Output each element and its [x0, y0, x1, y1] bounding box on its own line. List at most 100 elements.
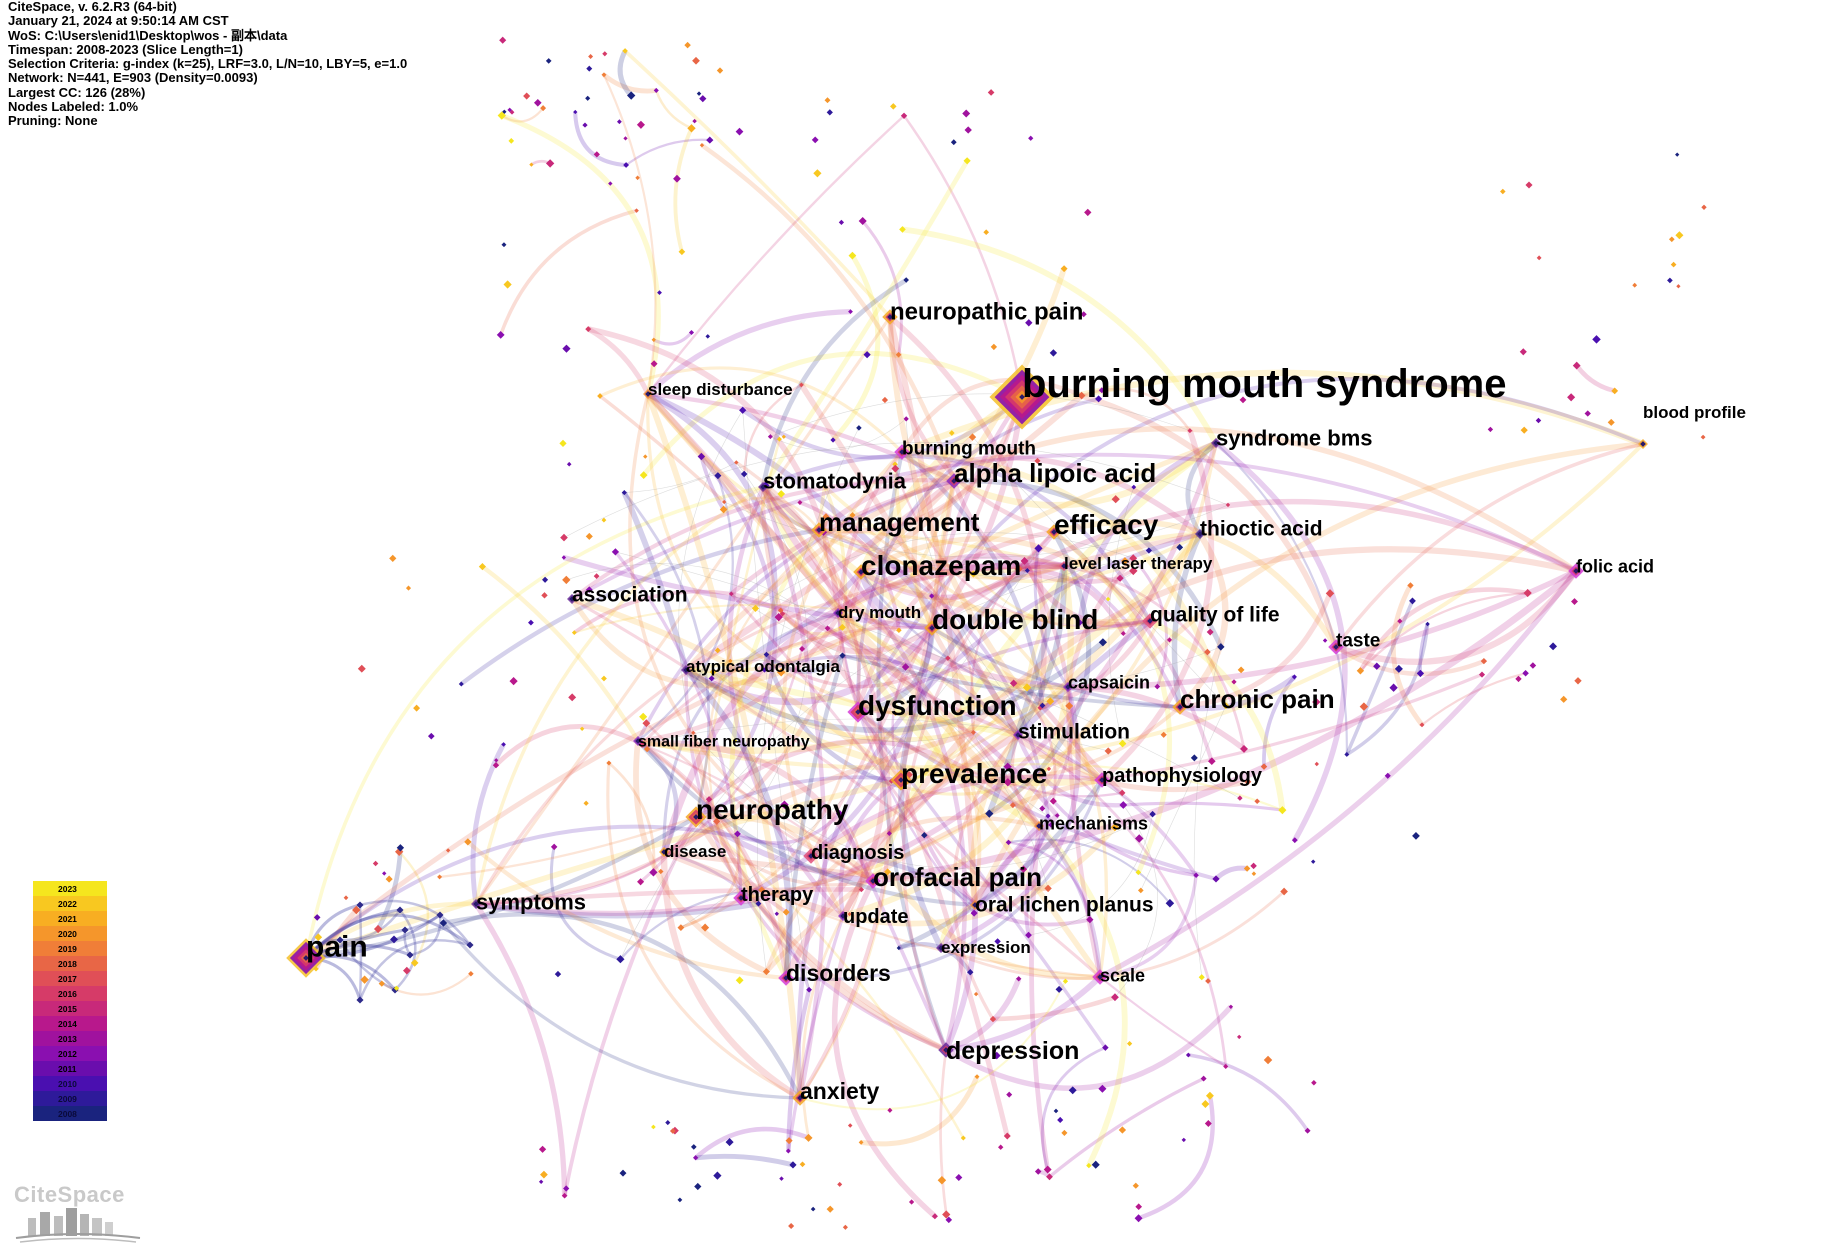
network-node	[858, 886, 865, 893]
network-edge	[1052, 530, 1214, 762]
network-edge	[1108, 487, 1135, 744]
network-edge	[549, 846, 621, 961]
network-node	[585, 326, 592, 333]
network-edge	[1345, 623, 1430, 757]
keyword-node-core	[816, 527, 822, 533]
network-node	[1394, 664, 1403, 673]
network-edge	[636, 739, 976, 908]
network-edge	[473, 902, 568, 1196]
legend-swatch	[33, 1106, 107, 1121]
network-node	[1111, 993, 1119, 1002]
network-edge	[1062, 564, 1182, 708]
keyword-node-core	[943, 1047, 949, 1053]
network-edge	[684, 667, 1103, 787]
network-node	[1048, 822, 1054, 828]
network-edge	[304, 824, 812, 960]
network-node	[1280, 887, 1288, 896]
network-edge	[639, 816, 698, 883]
network-edge	[623, 491, 711, 818]
network-edge	[358, 904, 363, 1001]
network-edge	[442, 921, 801, 1100]
network-node	[561, 1192, 568, 1199]
network-node	[658, 868, 664, 875]
keyword-label-anxiety: anxiety	[800, 1078, 879, 1104]
network-edge	[903, 115, 1024, 398]
network-node	[776, 436, 782, 442]
network-node	[651, 1124, 656, 1130]
network-edge	[680, 548, 1039, 928]
network-node	[545, 58, 552, 64]
network-edge	[409, 914, 442, 957]
keyword-node-core	[929, 625, 935, 631]
network-node	[406, 951, 414, 959]
network-node	[994, 938, 1001, 945]
network-edge	[404, 913, 441, 932]
legend-swatch	[33, 941, 107, 956]
network-node	[842, 1224, 848, 1230]
network-node	[1190, 754, 1198, 762]
keyword-node-core	[887, 314, 893, 320]
network-edge	[876, 451, 948, 1051]
keyword-label-diagnosis: diagnosis	[811, 842, 904, 864]
network-edge	[859, 569, 1151, 626]
network-node	[826, 1205, 834, 1213]
legend-swatch	[33, 1076, 107, 1091]
network-node	[881, 396, 889, 404]
network-edge	[1066, 705, 1104, 782]
network-node	[1373, 662, 1381, 670]
network-edge	[799, 980, 1067, 1111]
network-edge	[765, 652, 844, 674]
network-node	[1022, 683, 1032, 692]
network-edge	[856, 377, 1644, 713]
network-edge	[663, 849, 1049, 892]
keyword-node	[792, 1090, 808, 1106]
network-edge	[693, 815, 948, 1053]
network-node	[562, 575, 571, 585]
network-edge	[741, 395, 1024, 460]
keyword-node	[567, 594, 577, 604]
network-edge	[475, 648, 804, 906]
network-edge	[809, 532, 1203, 859]
network-node	[699, 95, 707, 103]
network-node	[713, 1171, 722, 1180]
network-edge	[470, 743, 506, 905]
network-edge	[781, 612, 844, 636]
network-edge	[729, 478, 955, 596]
network-edge	[1140, 705, 1227, 891]
legend-swatch	[33, 1061, 107, 1076]
network-edge	[869, 440, 1218, 883]
keyword-node-core	[683, 667, 689, 673]
network-edge	[617, 49, 634, 98]
keyword-node-core	[1065, 684, 1071, 690]
keyword-node-core	[870, 878, 876, 884]
network-edge	[810, 852, 977, 908]
network-node	[785, 1148, 791, 1154]
network-edge	[929, 626, 1249, 793]
info-line: Largest CC: 126 (28%)	[8, 84, 146, 100]
network-node	[616, 119, 622, 125]
network-edge	[857, 570, 933, 632]
network-edge	[826, 626, 1019, 737]
network-node	[892, 461, 898, 467]
network-edge	[761, 159, 970, 489]
network-edge	[972, 573, 1151, 631]
legend-year-label: 2010	[58, 1079, 77, 1089]
network-node	[499, 36, 507, 44]
network-node	[1632, 282, 1638, 288]
network-edge	[641, 743, 874, 882]
network-edge	[1052, 799, 1197, 877]
network-node	[1016, 976, 1022, 982]
network-edge	[562, 816, 698, 1197]
network-edge	[1334, 442, 1644, 649]
keyword-node-core	[661, 849, 667, 855]
network-node	[623, 162, 629, 168]
network-node	[937, 1176, 947, 1185]
network-edge	[1024, 531, 1201, 688]
network-node	[1034, 1168, 1042, 1175]
network-edge	[900, 763, 1283, 812]
network-edge	[563, 555, 933, 631]
keyword-node	[1568, 563, 1584, 579]
network-node	[1204, 648, 1211, 656]
keyword-node	[847, 701, 869, 723]
